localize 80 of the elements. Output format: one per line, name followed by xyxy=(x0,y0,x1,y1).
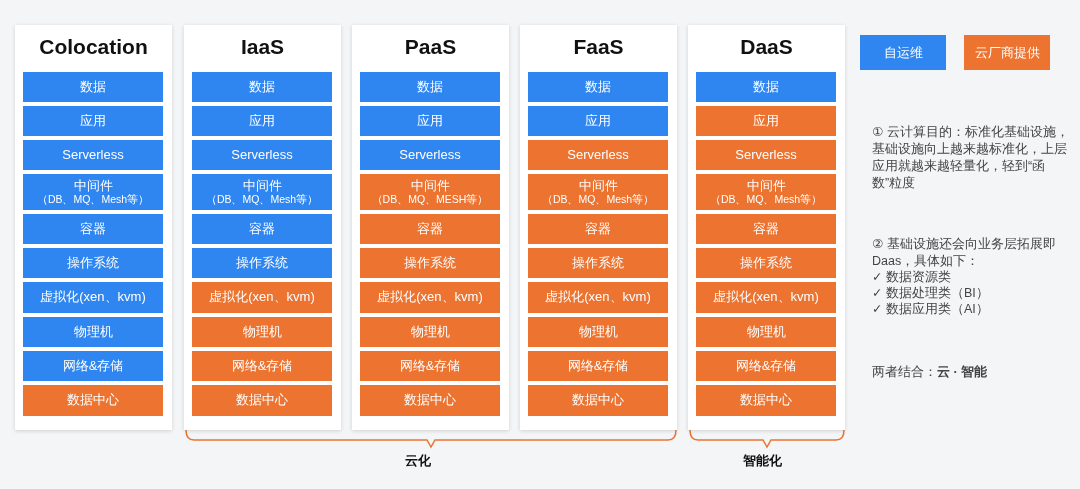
layer-box: 物理机 xyxy=(696,317,836,347)
layer-box: 数据 xyxy=(696,72,836,102)
column-card xyxy=(520,25,677,430)
layer-box: 虚拟化(xen、kvm) xyxy=(192,282,332,313)
layer-label: 中间件 xyxy=(410,178,450,194)
layer-box: 操作系统 xyxy=(360,248,500,278)
layer-box: 容器 xyxy=(192,214,332,244)
layer-note: （DB、MQ、Mesh等） xyxy=(541,193,655,206)
layer-box: 容器 xyxy=(23,214,163,244)
layer-note: （DB、MQ、Mesh等） xyxy=(205,193,319,206)
layer-box: 物理机 xyxy=(528,317,668,347)
note-text: 两者结合：云 · 智能 xyxy=(872,364,989,381)
layer-box: 数据中心 xyxy=(528,385,668,416)
layer-box: 容器 xyxy=(360,214,500,244)
layer-box: 操作系统 xyxy=(696,248,836,278)
layer-box: 应用 xyxy=(360,106,500,136)
layer-box xyxy=(360,174,500,210)
bracket-label: 智能化 xyxy=(743,453,782,470)
layer-label: 中间件 xyxy=(578,178,618,194)
layer-box xyxy=(528,174,668,210)
layer-box: 数据 xyxy=(528,72,668,102)
layer-box: 网络&存储 xyxy=(360,351,500,381)
layer-box: Serverless xyxy=(360,140,500,170)
note-text: ② 基础设施还会向业务层拓展即Daas，具体如下： xyxy=(872,236,1057,270)
layer-box: 虚拟化(xen、kvm) xyxy=(23,282,163,313)
column-card xyxy=(352,25,509,430)
column-title: FaaS xyxy=(572,35,625,59)
column-title: IaaS xyxy=(239,35,286,59)
layer-box: Serverless xyxy=(528,140,668,170)
layer-box xyxy=(192,174,332,210)
column-card xyxy=(15,25,172,430)
layer-box: 数据 xyxy=(192,72,332,102)
layer-box: 虚拟化(xen、kvm) xyxy=(360,282,500,313)
layer-label: 中间件 xyxy=(746,178,786,194)
layer-box: 虚拟化(xen、kvm) xyxy=(696,282,836,313)
layer-box: Serverless xyxy=(696,140,836,170)
legend-key: 云厂商提供 xyxy=(964,35,1050,70)
column-title: Colocation xyxy=(38,35,149,59)
layer-box: Serverless xyxy=(192,140,332,170)
column-card xyxy=(184,25,341,430)
layer-box: 容器 xyxy=(528,214,668,244)
layer-note: （DB、MQ、Mesh等） xyxy=(709,193,823,206)
list-item: ✓ 数据资源类 xyxy=(872,269,952,286)
layer-label: 中间件 xyxy=(242,178,282,194)
layer-box: 数据中心 xyxy=(23,385,163,416)
layer-note: （DB、MQ、Mesh等） xyxy=(36,193,150,206)
layer-box: 数据 xyxy=(360,72,500,102)
layer-box: 应用 xyxy=(528,106,668,136)
layer-box: 物理机 xyxy=(23,317,163,347)
layer-box: 应用 xyxy=(696,106,836,136)
layer-box: 操作系统 xyxy=(528,248,668,278)
layer-box: 数据 xyxy=(23,72,163,102)
legend-key: 自运维 xyxy=(860,35,946,70)
list-item: ✓ 数据处理类（BI） xyxy=(872,285,990,302)
layer-box: 网络&存储 xyxy=(192,351,332,381)
layer-box: 容器 xyxy=(696,214,836,244)
layer-box: 网络&存储 xyxy=(23,351,163,381)
layer-box: 应用 xyxy=(192,106,332,136)
layer-box: 操作系统 xyxy=(192,248,332,278)
layer-box: 数据中心 xyxy=(360,385,500,416)
layer-box xyxy=(696,174,836,210)
layer-note: （DB、MQ、MESH等） xyxy=(371,193,489,206)
layer-box: 应用 xyxy=(23,106,163,136)
layer-box: 物理机 xyxy=(360,317,500,347)
bracket-label: 云化 xyxy=(405,453,431,470)
layer-box: Serverless xyxy=(23,140,163,170)
layer-box: 数据中心 xyxy=(192,385,332,416)
column-title: PaaS xyxy=(403,35,458,59)
layer-box: 操作系统 xyxy=(23,248,163,278)
layer-label: 中间件 xyxy=(73,178,113,194)
layer-box: 网络&存储 xyxy=(528,351,668,381)
column-card xyxy=(688,25,845,430)
note-text: ① 云计算目的：标准化基础设施，基础设施向上越来越标准化，上层应用就越来越轻量化，轻到“函数”粒度 xyxy=(872,124,1070,192)
layer-box: 虚拟化(xen、kvm) xyxy=(528,282,668,313)
layer-box: 数据中心 xyxy=(696,385,836,416)
layer-box: 物理机 xyxy=(192,317,332,347)
layer-box: 网络&存储 xyxy=(696,351,836,381)
layer-box xyxy=(23,174,163,210)
column-title: DaaS xyxy=(739,35,794,59)
list-item: ✓ 数据应用类（AI） xyxy=(872,301,990,318)
